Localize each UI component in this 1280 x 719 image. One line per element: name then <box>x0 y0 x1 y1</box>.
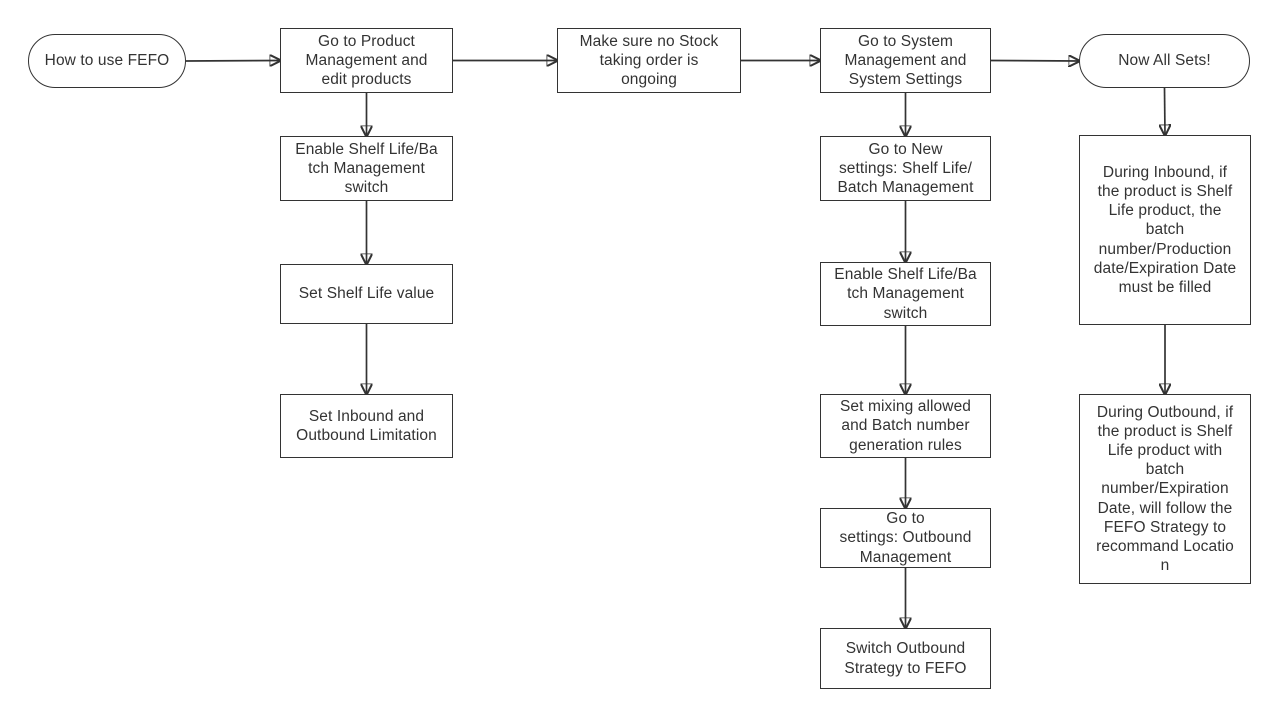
node-system-management-label: Go to System Management and System Setti… <box>844 32 967 89</box>
node-system-management[interactable]: Go to System Management and System Setti… <box>820 28 991 93</box>
node-during-inbound-note[interactable]: During Inbound, if the product is Shelf … <box>1079 135 1251 325</box>
node-set-mixing-batch-rules[interactable]: Set mixing allowed and Batch number gene… <box>820 394 991 458</box>
node-outbound-management-settings-label: Go to settings: Outbound Management <box>839 510 972 566</box>
node-enable-shelf-life-product[interactable]: Enable Shelf Life/Ba tch Management swit… <box>280 136 453 201</box>
node-set-shelf-life-value-label: Set Shelf Life value <box>298 285 435 303</box>
node-during-outbound-note[interactable]: During Outbound, if the product is Shelf… <box>1079 394 1251 584</box>
node-no-stock-taking-label: Make sure no Stock taking order is ongoi… <box>579 32 719 89</box>
node-outbound-management-settings[interactable]: Go to settings: Outbound Management <box>820 508 991 568</box>
node-now-all-sets[interactable]: Now All Sets! <box>1079 34 1250 88</box>
node-set-inbound-outbound-limitation-label: Set Inbound and Outbound Limitation <box>296 407 437 444</box>
node-switch-outbound-strategy[interactable]: Switch Outbound Strategy to FEFO <box>820 628 991 689</box>
node-set-mixing-batch-rules-label: Set mixing allowed and Batch number gene… <box>839 398 972 454</box>
node-now-all-sets-label: Now All Sets! <box>1118 52 1211 70</box>
node-new-settings-shelf-life[interactable]: Go to New settings: Shelf Life/ Batch Ma… <box>820 136 991 201</box>
node-during-outbound-note-label: During Outbound, if the product is Shelf… <box>1096 403 1234 575</box>
node-product-management[interactable]: Go to Product Management and edit produc… <box>280 28 453 93</box>
node-switch-outbound-strategy-label: Switch Outbound Strategy to FEFO <box>844 640 967 677</box>
node-start[interactable]: How to use FEFO <box>28 34 186 88</box>
node-enable-shelf-life-system-label: Enable Shelf Life/Ba tch Management swit… <box>834 266 977 322</box>
node-set-inbound-outbound-limitation[interactable]: Set Inbound and Outbound Limitation <box>280 394 453 458</box>
node-during-inbound-note-label: During Inbound, if the product is Shelf … <box>1093 163 1237 296</box>
node-product-management-label: Go to Product Management and edit produc… <box>305 32 428 89</box>
node-set-shelf-life-value[interactable]: Set Shelf Life value <box>280 264 453 324</box>
node-no-stock-taking[interactable]: Make sure no Stock taking order is ongoi… <box>557 28 741 93</box>
node-new-settings-shelf-life-label: Go to New settings: Shelf Life/ Batch Ma… <box>837 140 974 197</box>
node-enable-shelf-life-system[interactable]: Enable Shelf Life/Ba tch Management swit… <box>820 262 991 326</box>
node-start-label: How to use FEFO <box>44 52 170 70</box>
node-enable-shelf-life-product-label: Enable Shelf Life/Ba tch Management swit… <box>295 140 438 197</box>
